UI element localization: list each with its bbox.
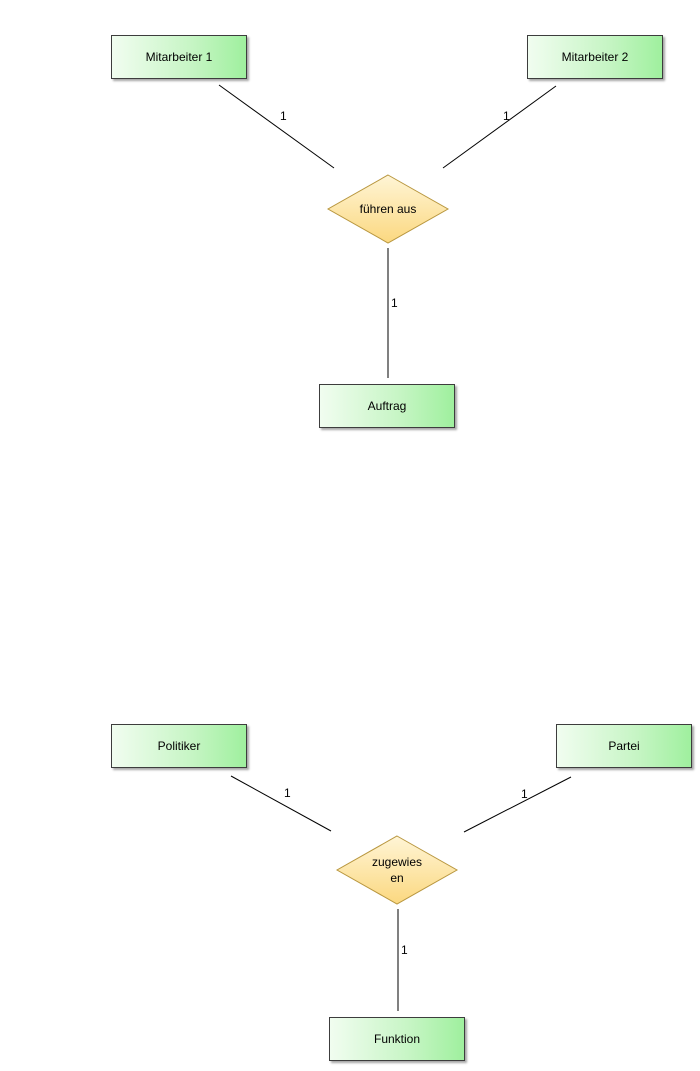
entity-label: Mitarbeiter 2 (561, 50, 629, 64)
entity-mitarbeiter-1[interactable]: Mitarbeiter 1 (111, 35, 247, 79)
relationship-diamond-fuehren-aus[interactable] (326, 174, 450, 244)
entity-label: Politiker (157, 739, 201, 753)
cardinality-label: 1 (401, 943, 408, 957)
cardinality-label: 1 (280, 109, 287, 123)
relationship-label: zugewies en (371, 855, 423, 885)
cardinality-label: 1 (503, 109, 510, 123)
entity-label: Mitarbeiter 1 (145, 50, 213, 64)
cardinality-label: 1 (391, 296, 398, 310)
entity-label: Funktion (373, 1032, 421, 1046)
entity-label: Auftrag (367, 399, 407, 413)
entity-auftrag[interactable]: Auftrag (319, 384, 455, 428)
entity-funktion[interactable]: Funktion (329, 1017, 465, 1061)
connector-partei-relationship (463, 776, 572, 833)
cardinality-label: 1 (284, 786, 291, 800)
connector-mitarbeiter1-relationship (218, 84, 335, 169)
entity-mitarbeiter-2[interactable]: Mitarbeiter 2 (527, 35, 663, 79)
entity-partei[interactable]: Partei (556, 724, 692, 768)
entity-label: Partei (608, 739, 640, 753)
connector-politiker-relationship (230, 775, 332, 832)
cardinality-label: 1 (521, 787, 528, 801)
entity-politiker[interactable]: Politiker (111, 724, 247, 768)
relationship-diamond-zugewiesen[interactable] (335, 835, 459, 905)
relationship-label: führen aus (359, 202, 417, 216)
connector-mitarbeiter2-relationship (442, 85, 557, 169)
